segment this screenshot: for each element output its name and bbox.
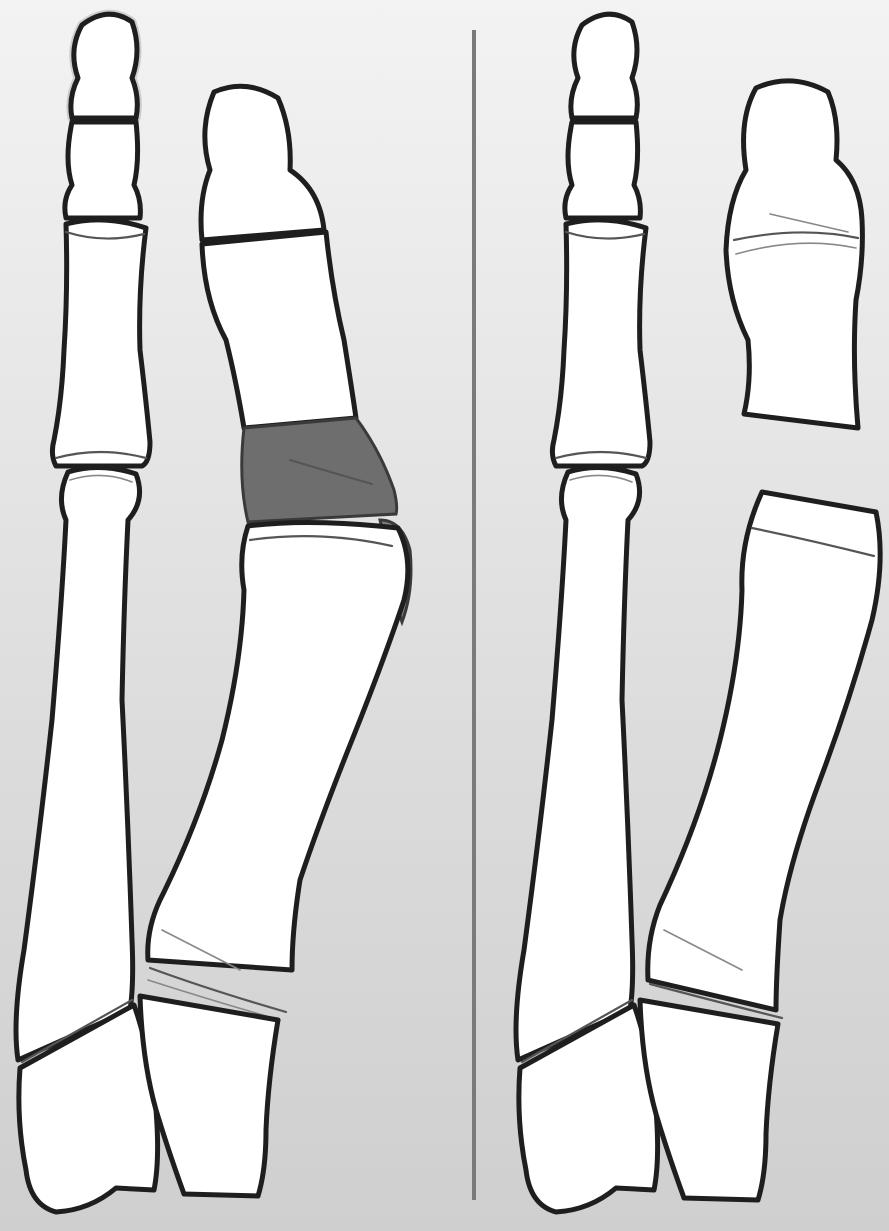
medial-cuneiform <box>140 996 278 1196</box>
hallux-proximal-phalanx <box>202 232 356 428</box>
second-metatarsal <box>16 467 140 1060</box>
great-toe-after <box>640 81 880 1200</box>
medial-cuneiform <box>640 1000 778 1200</box>
panel-before <box>16 14 411 1212</box>
great-toe-before <box>140 86 411 1196</box>
hallux-distal-phalanx <box>201 86 324 240</box>
middle-phalanx <box>565 122 641 218</box>
second-toe-after <box>516 14 658 1212</box>
hallux-proximal-fragment <box>648 492 880 1010</box>
second-metatarsal <box>516 467 640 1060</box>
proximal-phalanx <box>52 220 150 466</box>
hallux-distal-fragment <box>726 81 862 428</box>
second-toe-before <box>16 14 158 1212</box>
proximal-phalanx <box>552 220 650 466</box>
resection-wedge <box>242 418 397 522</box>
distal-phalanx <box>571 14 637 118</box>
first-metatarsal <box>148 522 408 970</box>
distal-phalanx <box>71 14 137 118</box>
panel-after <box>516 14 880 1212</box>
middle-phalanx <box>65 122 141 218</box>
